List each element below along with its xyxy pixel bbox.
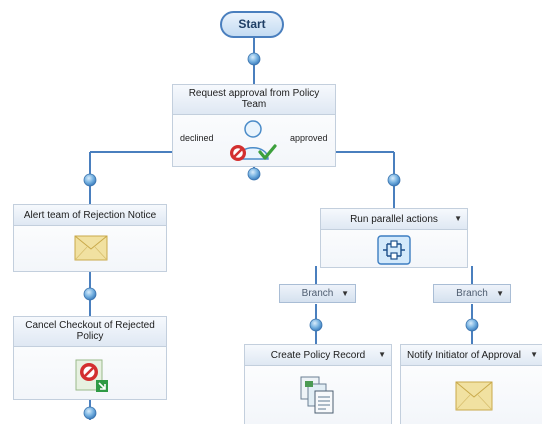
cancel-checkout-icon <box>75 359 108 392</box>
connection-dot <box>247 167 261 181</box>
declined-label: declined <box>180 133 214 143</box>
create-policy-record-dropdown[interactable]: ▼ <box>378 350 386 359</box>
branch-left-dropdown[interactable]: ▼ <box>341 289 349 298</box>
connection-dot <box>465 318 479 332</box>
create-policy-record-activity[interactable]: Create Policy Record ▼ <box>244 344 392 424</box>
notify-initiator-header: Notify Initiator of Approval ▼ <box>401 345 542 366</box>
approval-activity[interactable]: Request approval from Policy Team declin… <box>172 84 336 167</box>
alert-rejection-title: Alert team of Rejection Notice <box>14 205 166 226</box>
branch-right-label: Branch <box>456 288 488 299</box>
approved-label: approved <box>290 133 328 143</box>
approval-user-icon <box>230 120 277 161</box>
connection-dot <box>309 318 323 332</box>
start-node[interactable]: Start <box>220 11 284 38</box>
connection-dot <box>247 52 261 66</box>
branch-right-dropdown[interactable]: ▼ <box>496 289 504 298</box>
documents-icon <box>300 376 334 414</box>
parallel-actions-icon <box>377 235 411 265</box>
start-label: Start <box>238 17 266 31</box>
cancel-checkout-title: Cancel Checkout of Rejected Policy <box>14 317 166 347</box>
envelope-icon <box>455 381 493 411</box>
connection-dot <box>83 173 97 187</box>
approval-title: Request approval from Policy Team <box>173 85 335 115</box>
notify-initiator-title: Notify Initiator of Approval <box>407 350 521 361</box>
connection-dot <box>83 406 97 420</box>
connection-dot <box>83 287 97 301</box>
create-policy-record-header: Create Policy Record ▼ <box>245 345 391 366</box>
notify-initiator-dropdown[interactable]: ▼ <box>530 350 538 359</box>
connection-dot <box>387 173 401 187</box>
alert-rejection-activity[interactable]: Alert team of Rejection Notice <box>13 204 167 272</box>
parallel-actions-header: Run parallel actions ▼ <box>321 209 467 230</box>
parallel-actions-container[interactable]: Run parallel actions ▼ <box>320 208 468 268</box>
parallel-actions-title: Run parallel actions <box>350 214 438 225</box>
envelope-icon <box>74 235 108 261</box>
branch-left-chip[interactable]: Branch ▼ <box>279 284 356 303</box>
notify-initiator-activity[interactable]: Notify Initiator of Approval ▼ <box>400 344 542 424</box>
branch-left-label: Branch <box>301 288 334 299</box>
cancel-checkout-activity[interactable]: Cancel Checkout of Rejected Policy <box>13 316 167 400</box>
parallel-actions-dropdown[interactable]: ▼ <box>454 214 462 223</box>
create-policy-record-title: Create Policy Record <box>270 350 366 361</box>
branch-right-chip[interactable]: Branch ▼ <box>433 284 511 303</box>
